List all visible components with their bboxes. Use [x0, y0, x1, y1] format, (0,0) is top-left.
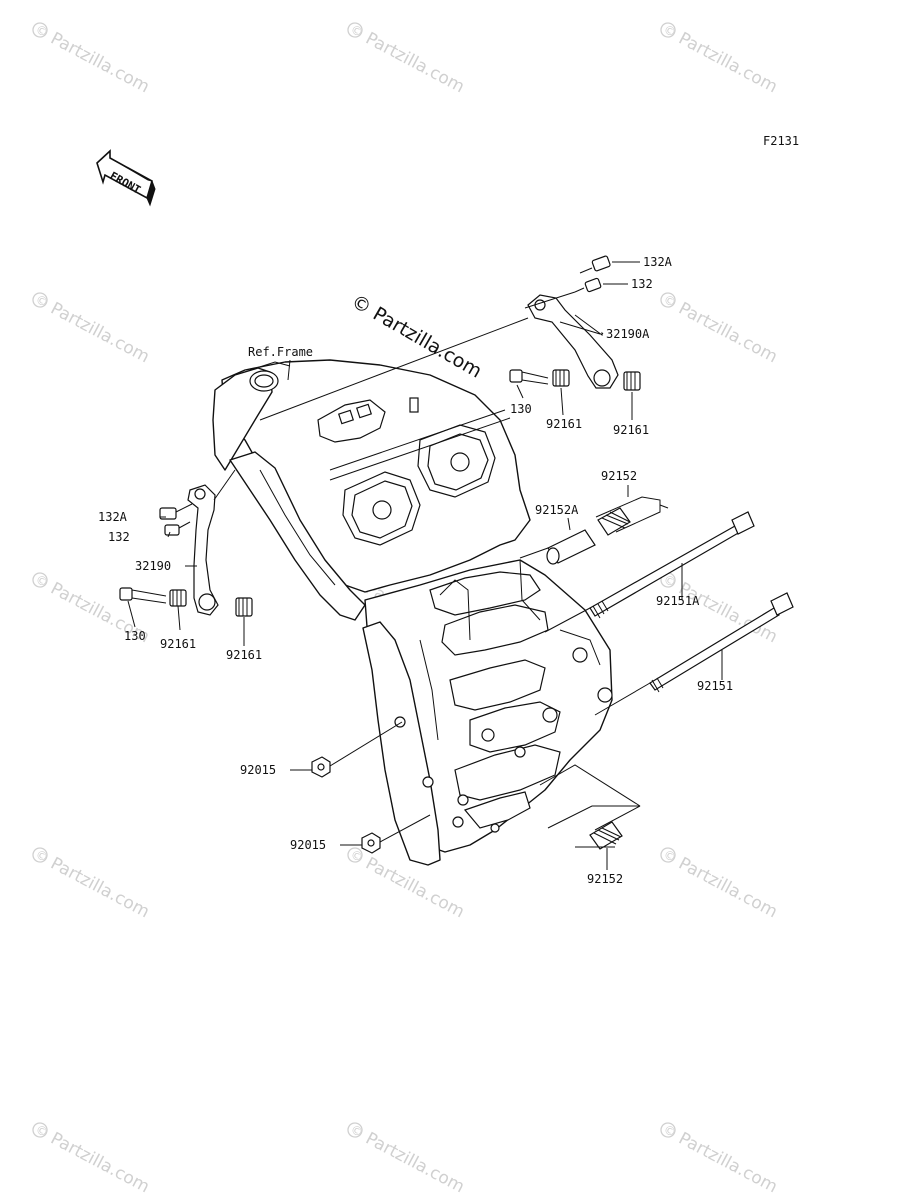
svg-text:©: ©	[348, 847, 365, 865]
watermark: Partzilla.com	[675, 299, 780, 368]
svg-text:©: ©	[33, 292, 50, 310]
svg-text:©: ©	[348, 1122, 365, 1140]
callout-92161: 92161	[613, 423, 649, 437]
watermark: Partzilla.com	[675, 29, 780, 98]
bolts-right	[519, 496, 794, 716]
callout-92161: 92161	[546, 417, 582, 431]
svg-text:©: ©	[33, 22, 50, 40]
watermark: Partzilla.com	[362, 854, 467, 923]
ref-frame-label: Ref.Frame	[248, 345, 313, 359]
svg-text:©: ©	[661, 1122, 678, 1140]
bolt-132-top	[574, 277, 602, 293]
watermark: Partzilla.com	[675, 1129, 780, 1198]
nuts-bottom	[311, 721, 641, 854]
callout-92151a: 92151A	[656, 594, 700, 608]
callout-92015: 92015	[290, 838, 326, 852]
spacer-92161-left-a	[169, 589, 187, 607]
callout-92161: 92161	[226, 648, 262, 662]
callout-92015: 92015	[240, 763, 276, 777]
callout-32190a: 32190A	[606, 327, 650, 341]
bolt-132-left	[164, 521, 191, 536]
callout-132: 132	[631, 277, 653, 291]
bracket-32190	[187, 484, 219, 616]
callout-92151: 92151	[697, 679, 733, 693]
bolt-130-top	[509, 369, 549, 385]
svg-text:©: ©	[33, 1122, 50, 1140]
bolt-92151	[649, 592, 794, 693]
callout-132: 132	[108, 530, 130, 544]
top-bracket	[317, 397, 419, 443]
engine-frame	[212, 359, 613, 866]
callout-132a: 132A	[98, 510, 128, 524]
callout-labels: Ref.Frame 132A 132 32190A 130 92161 9216…	[98, 255, 733, 886]
upper-right-mount	[259, 255, 641, 421]
inner-casting	[419, 559, 613, 833]
collar-92152-bottom	[589, 821, 623, 850]
collar-92152-top	[597, 507, 631, 536]
spacer-92161-left-b	[235, 597, 253, 617]
callout-92161: 92161	[160, 637, 196, 651]
svg-text:©: ©	[661, 572, 678, 590]
left-mount	[119, 469, 253, 617]
callout-92152: 92152	[587, 872, 623, 886]
nut-92015-b	[361, 832, 381, 854]
watermark: Partzilla.com	[47, 299, 152, 368]
callout-32190: 32190	[135, 559, 171, 573]
svg-text:©: ©	[348, 22, 365, 40]
watermark: Partzilla.com	[362, 29, 467, 98]
callout-92152: 92152	[601, 469, 637, 483]
diagram-code: F2131	[763, 134, 799, 148]
bolt-130-left	[119, 587, 167, 604]
bolt-92151a	[589, 511, 755, 619]
svg-text:©: ©	[661, 292, 678, 310]
svg-text:©: ©	[33, 847, 50, 865]
svg-text:©: ©	[33, 572, 50, 590]
watermark: Partzilla.com	[675, 854, 780, 923]
svg-text:©: ©	[661, 22, 678, 40]
callout-92152a: 92152A	[535, 503, 579, 517]
callout-130: 130	[124, 629, 146, 643]
nut-92015-a	[311, 756, 331, 778]
bracket-32190a	[527, 294, 619, 389]
leaders	[127, 261, 723, 870]
bolt-132a-left	[159, 503, 193, 520]
watermark: Partzilla.com	[47, 29, 152, 98]
bolt-132a-top	[579, 255, 611, 274]
watermark: Partzilla.com	[362, 1129, 467, 1198]
airbox-openings	[329, 409, 511, 546]
watermark: Partzilla.com	[47, 854, 152, 923]
callout-132a: 132A	[643, 255, 673, 269]
watermark: Partzilla.com	[47, 1129, 152, 1198]
callout-130: 130	[510, 402, 532, 416]
front-arrow-icon: FRONT	[96, 149, 156, 207]
svg-text:©: ©	[661, 847, 678, 865]
spacer-92161-top-a	[552, 369, 570, 387]
spacer-92161-top-b	[623, 371, 641, 391]
spacer-92152a	[546, 529, 596, 565]
